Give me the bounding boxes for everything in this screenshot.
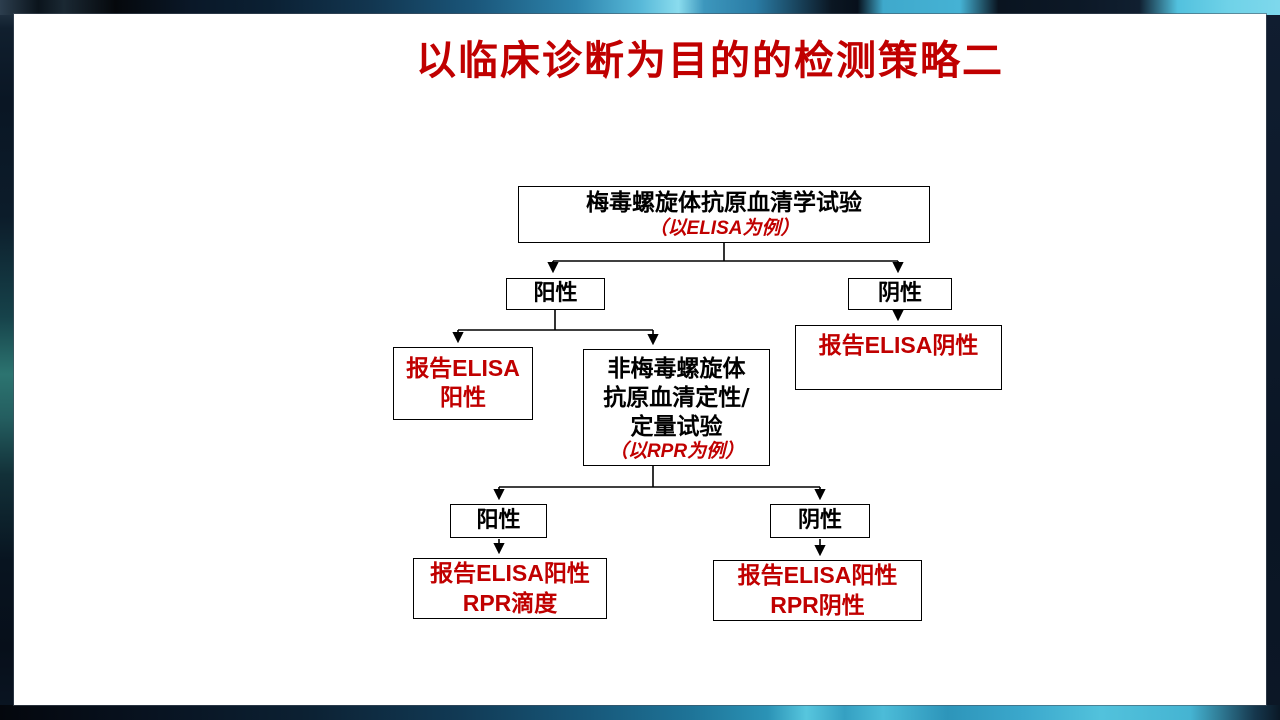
frame-left-band bbox=[0, 0, 15, 720]
node-label-line2: RPR滴度 bbox=[462, 589, 558, 617]
node-label-line1: 报告ELISA阳性 bbox=[430, 559, 590, 587]
flowchart-node-negative-2: 阴性 bbox=[770, 504, 870, 538]
flowchart-node-nontreponemal-test: 非梅毒螺旋体 抗原血清定性/ 定量试验 （以RPR为例） bbox=[583, 349, 770, 466]
connector-rpr-split bbox=[499, 466, 820, 488]
flowchart-node-report-rpr-titer: 报告ELISA阳性 RPR滴度 bbox=[413, 558, 607, 619]
flowchart-node-treponemal-test: 梅毒螺旋体抗原血清学试验 （以ELISA为例） bbox=[518, 186, 930, 243]
node-label-line3: 定量试验 bbox=[630, 413, 723, 441]
node-label-line1: 报告ELISA bbox=[406, 355, 520, 383]
frame-top-band bbox=[0, 0, 1280, 15]
frame-bottom-band bbox=[0, 705, 1280, 720]
connector-root-split bbox=[553, 242, 898, 262]
flowchart-node-report-rpr-negative: 报告ELISA阳性 RPR阴性 bbox=[713, 560, 922, 621]
node-label-line2: RPR阴性 bbox=[770, 591, 865, 619]
node-label-line2: 抗原血清定性/ bbox=[603, 384, 750, 412]
node-label: 阴性 bbox=[797, 507, 842, 534]
flowchart-node-negative-1: 阴性 bbox=[848, 278, 952, 310]
flowchart-node-report-elisa-negative: 报告ELISA阴性 bbox=[795, 325, 1002, 390]
node-label-line1: 报告ELISA阳性 bbox=[737, 561, 898, 589]
node-note-rpr: （以RPR为例） bbox=[608, 440, 745, 463]
node-label: 梅毒螺旋体抗原血清学试验 bbox=[586, 189, 862, 217]
node-label-line2: 阳性 bbox=[440, 384, 486, 411]
frame-right-band bbox=[1265, 0, 1280, 720]
slide-title: 以临床诊断为目的的检测策略二 bbox=[416, 39, 1004, 83]
node-label: 阳性 bbox=[533, 280, 578, 307]
flowchart-node-report-elisa-positive: 报告ELISA 阳性 bbox=[393, 347, 533, 420]
connector-pos1-split bbox=[458, 310, 653, 331]
node-label: 报告ELISA阴性 bbox=[818, 332, 979, 359]
node-note-elisa: （以ELISA为例） bbox=[648, 216, 800, 239]
flowchart-node-positive-1: 阳性 bbox=[506, 278, 605, 310]
node-label: 阴性 bbox=[877, 280, 922, 307]
node-label: 阳性 bbox=[476, 507, 521, 534]
flowchart-node-positive-2: 阳性 bbox=[450, 504, 547, 538]
node-label-line1: 非梅毒螺旋体 bbox=[607, 355, 746, 383]
